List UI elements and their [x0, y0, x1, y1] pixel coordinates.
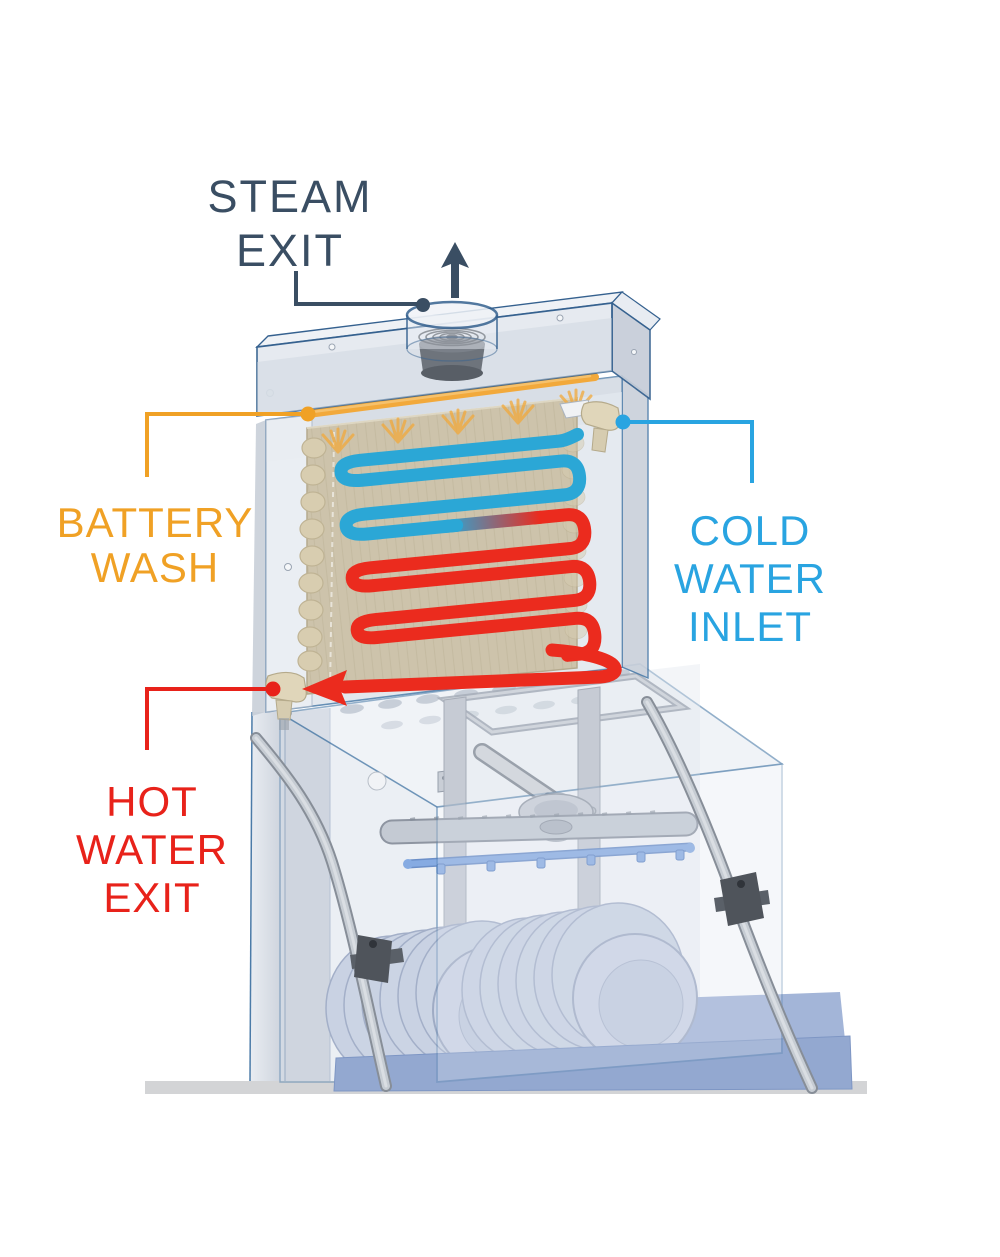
tower-left-face: [252, 420, 266, 716]
inlet-fitting: [580, 401, 621, 431]
condenser-cap: [255, 242, 661, 418]
screw-dot: [328, 343, 336, 351]
cold-water-anchor-dot: [615, 414, 631, 430]
cold-water-inlet-label-line2: WATER: [674, 555, 826, 602]
wash-arm-boss: [539, 819, 573, 835]
steam-vent: [405, 300, 499, 381]
steam-exit-label-line2: EXIT: [236, 225, 344, 276]
cold-water-inlet-label-line3: INLET: [688, 603, 812, 650]
cold-water-inlet-label-line1: COLD: [690, 507, 811, 554]
coil-end-loops-left: [297, 437, 327, 672]
steam-exit-label-line1: STEAM: [207, 171, 372, 222]
wash-arm-nozzles: [409, 810, 656, 821]
cold-water-inlet-fitting: [559, 399, 621, 453]
battery-wash-connector: [145, 412, 306, 477]
inlet-stub: [591, 427, 609, 453]
coil-hot-section: [345, 508, 602, 662]
hot-water-exit-label-line2: WATER: [76, 826, 228, 873]
battery-wash-anchor-dot: [300, 406, 316, 422]
vent-rim: [405, 300, 499, 330]
outlet-valve: [279, 718, 289, 730]
coil-cold-section: [334, 427, 587, 541]
hot-water-exit-label-line1: HOT: [106, 778, 198, 825]
hot-water-connector: [145, 687, 270, 750]
panel-top-highlight: [306, 397, 578, 429]
back-wall-hole: [367, 771, 387, 791]
steam-up-arrow-icon: [441, 242, 469, 298]
battery-wash-spray-bar: [304, 373, 599, 454]
wash-chamber: [277, 663, 853, 1092]
dish-rack-front-lip: [333, 1035, 853, 1092]
left-arrowhead-icon: [302, 670, 347, 706]
condenser-tower: [252, 373, 649, 730]
handle-clamp-right: [714, 872, 770, 926]
steam-exit-anchor-dot: [416, 298, 430, 312]
chamber-interior: [325, 664, 853, 1092]
wash-arm: [379, 810, 699, 845]
outlet-stub: [275, 699, 293, 721]
base-column-front: [250, 712, 285, 1081]
hot-water-anchor-dot: [265, 681, 281, 697]
cold-water-connector: [626, 420, 754, 483]
rinse-pipe: [403, 842, 695, 875]
chamber-front-face: [436, 762, 783, 1083]
hot-water-flow-arrow: [302, 643, 622, 706]
plate-stack-right: [461, 902, 698, 1063]
screw-dot: [284, 563, 292, 571]
screw-dot: [556, 314, 564, 322]
battery-wash-label-line2: WASH: [91, 544, 219, 591]
heat-exchanger-coil: [334, 427, 602, 662]
screw-dot: [631, 349, 637, 355]
handle-right: [641, 696, 818, 1094]
hot-water-exit-label-line3: EXIT: [103, 874, 200, 921]
rinse-nozzles: [436, 849, 685, 875]
callout-connectors: [145, 271, 754, 750]
panel-dashed-seam: [329, 431, 335, 693]
base-edge: [249, 711, 253, 1082]
handle-clamp-left: [350, 935, 404, 983]
spray-nozzle-icons: [321, 388, 593, 454]
battery-wash-label-line1: BATTERY: [57, 499, 254, 546]
handle-left: [250, 732, 404, 1092]
fan-body-bottom: [421, 365, 483, 381]
steam-exit-connector: [294, 271, 421, 306]
vent-shell-base: [406, 336, 498, 362]
